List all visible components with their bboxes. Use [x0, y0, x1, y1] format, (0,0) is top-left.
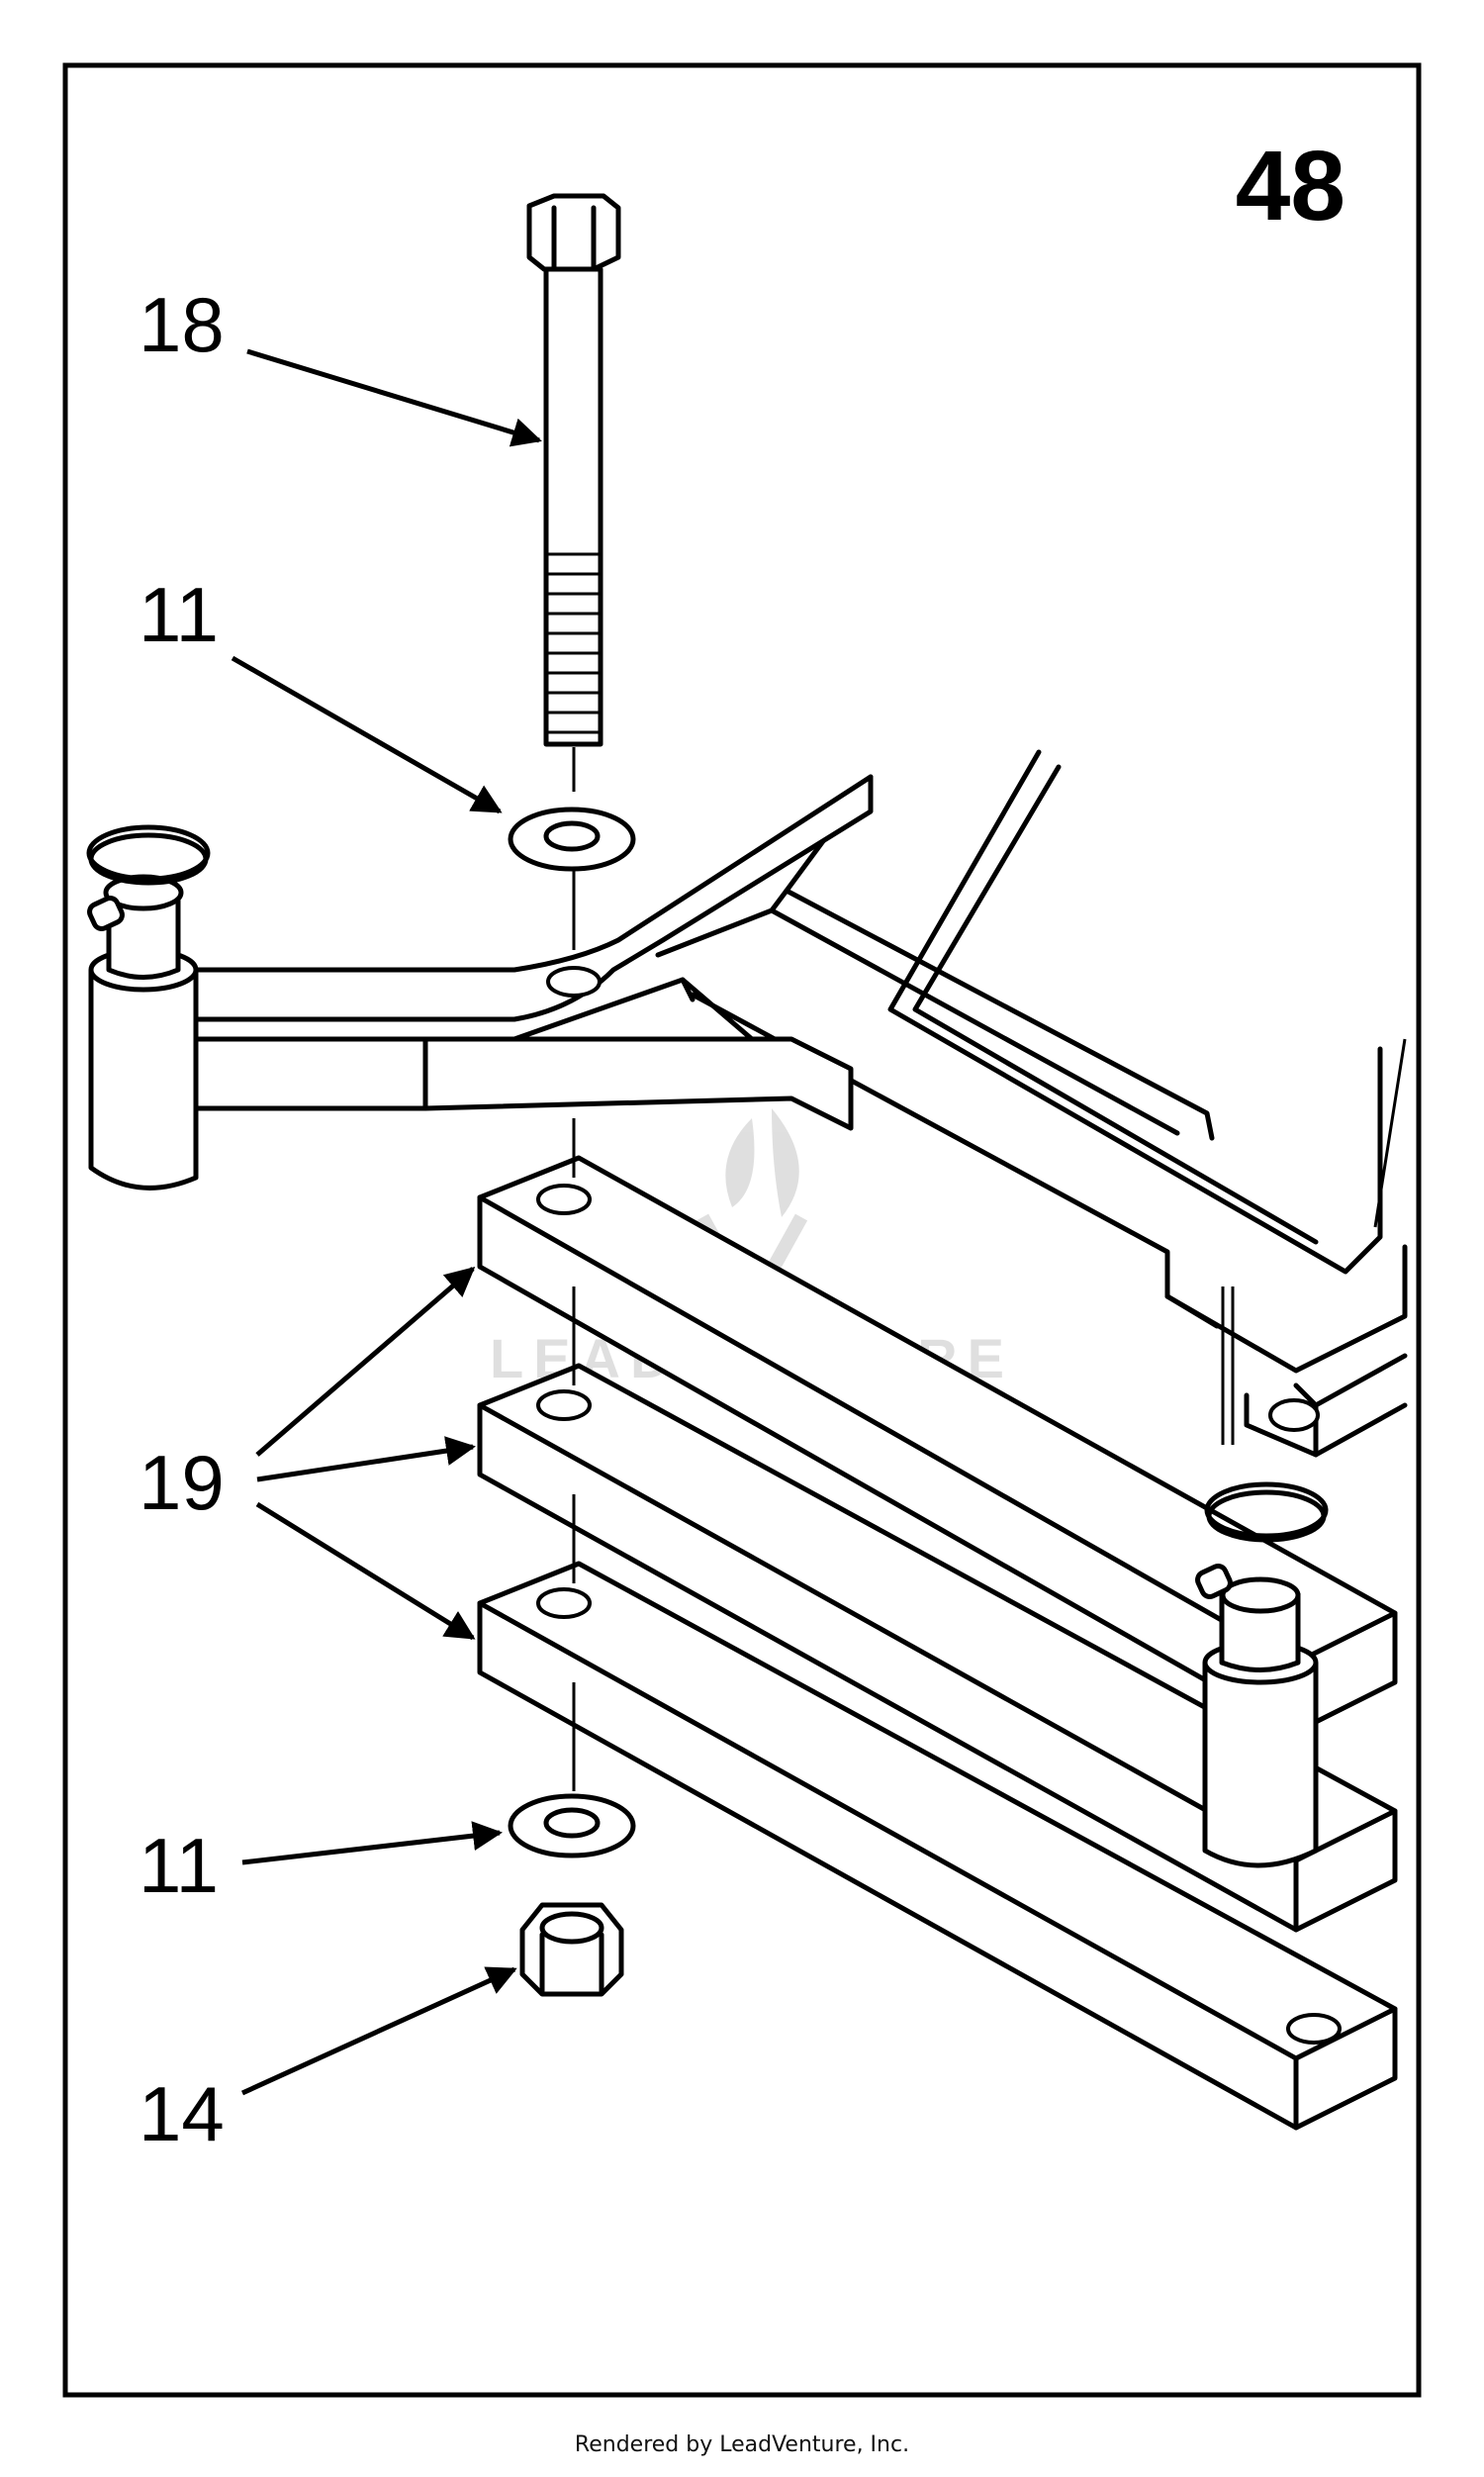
callout-label-19: 19	[139, 1439, 225, 1526]
callout-label-11-top: 11	[139, 571, 219, 658]
hex-nut	[519, 1902, 624, 1997]
washer-bottom	[508, 1793, 636, 1858]
figure-number: 48	[1236, 131, 1345, 241]
callout-arrow-14	[240, 1966, 517, 2096]
callout-label-18: 18	[139, 281, 225, 368]
spacer-bar-bottom	[477, 1561, 1398, 2131]
diagram-frame	[62, 62, 1422, 2398]
right-spindle	[1195, 1481, 1329, 1868]
callout-arrow-11-bottom	[241, 1821, 503, 1865]
washer-top	[508, 807, 636, 872]
callout-arrow-19-a	[255, 1267, 476, 1457]
callout-arrow-11-top	[231, 655, 503, 814]
render-credit-footer: Rendered by LeadVenture, Inc.	[574, 2432, 910, 2457]
callout-arrow-19-c	[255, 1501, 476, 1641]
callout-label-11-bottom: 11	[139, 1822, 219, 1909]
axle-assembly	[86, 774, 874, 1191]
hex-bolt	[526, 193, 621, 747]
callout-label-14: 14	[139, 2070, 225, 2157]
callout-arrow-19-b	[256, 1436, 476, 1482]
callout-arrow-18	[246, 348, 542, 447]
